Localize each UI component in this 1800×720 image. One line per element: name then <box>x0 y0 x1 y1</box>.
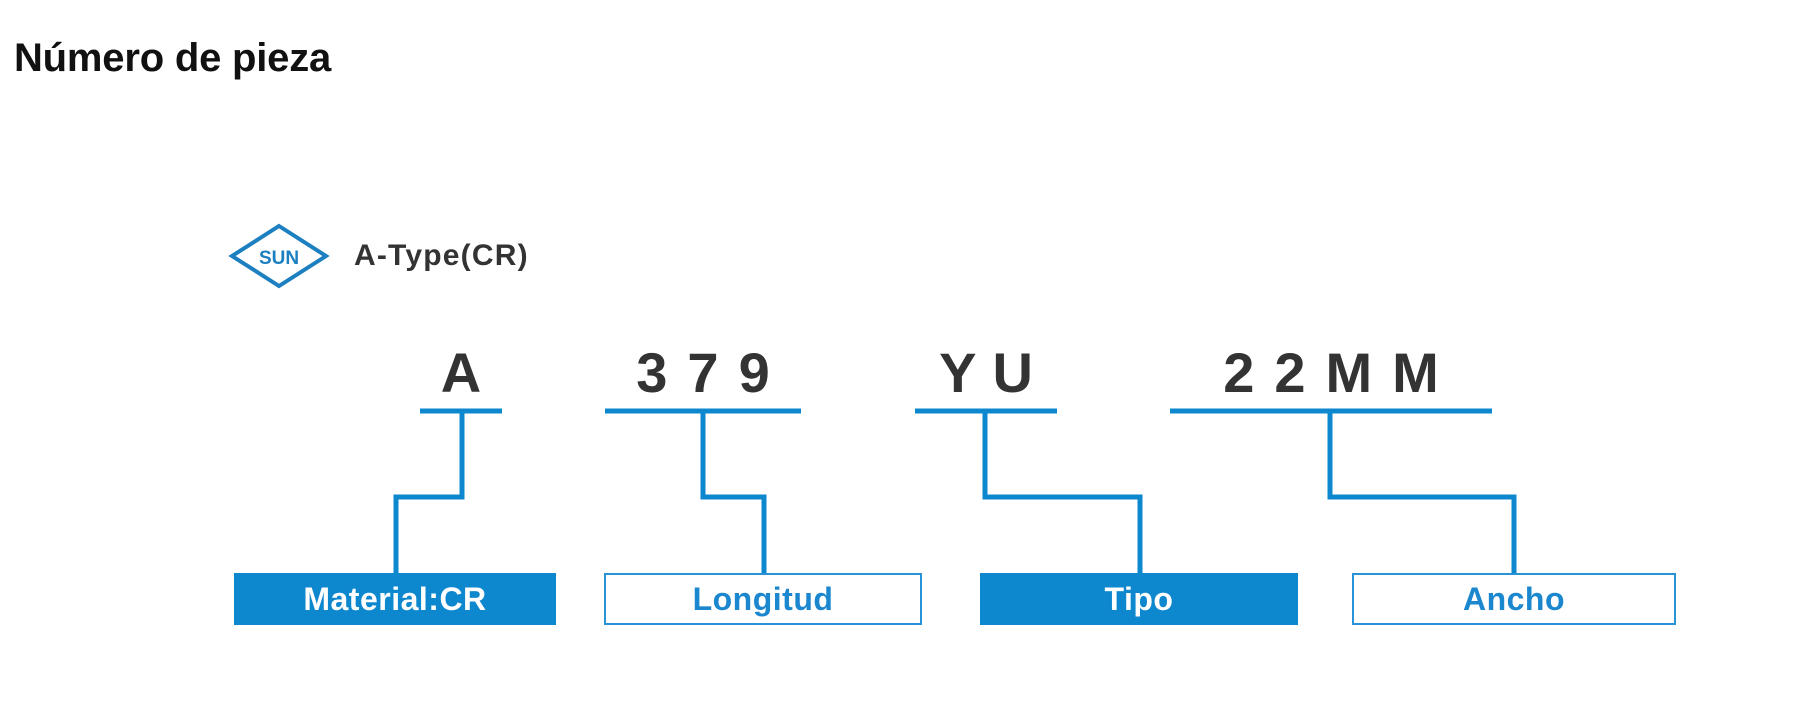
label-box-material[interactable]: Material:CR <box>234 573 556 625</box>
code-char: 3 <box>636 340 668 404</box>
code-char: A <box>440 340 482 404</box>
code-char: 9 <box>738 340 770 404</box>
code-group-length: 3 7 9 <box>605 340 801 404</box>
code-group-material: A <box>420 340 502 404</box>
leader-width <box>1327 411 1517 573</box>
code-char: 7 <box>687 340 719 404</box>
logo-caption: A-Type(CR) <box>354 239 529 272</box>
label-box-width[interactable]: Ancho <box>1352 573 1676 625</box>
leader-type <box>982 411 1143 573</box>
label-box-length[interactable]: Longitud <box>604 573 922 625</box>
code-char: M <box>1325 340 1373 404</box>
page-title: Número de pieza <box>14 36 332 80</box>
logo-mark-text: SUN <box>259 248 299 269</box>
code-char: Y <box>939 340 977 404</box>
code-char: U <box>992 340 1033 404</box>
code-char: 2 <box>1223 340 1255 404</box>
code-char: 2 <box>1274 340 1306 404</box>
code-char: M <box>1392 340 1439 404</box>
label-box-type[interactable]: Tipo <box>980 573 1298 625</box>
leader-material <box>393 411 465 573</box>
leader-length <box>700 411 767 573</box>
sun-diamond-logo-icon: SUN <box>228 222 330 290</box>
code-group-width: 2 2 M M <box>1170 340 1492 404</box>
logo-row: SUN A-Type(CR) <box>228 222 529 290</box>
code-group-type: Y U <box>915 340 1057 404</box>
